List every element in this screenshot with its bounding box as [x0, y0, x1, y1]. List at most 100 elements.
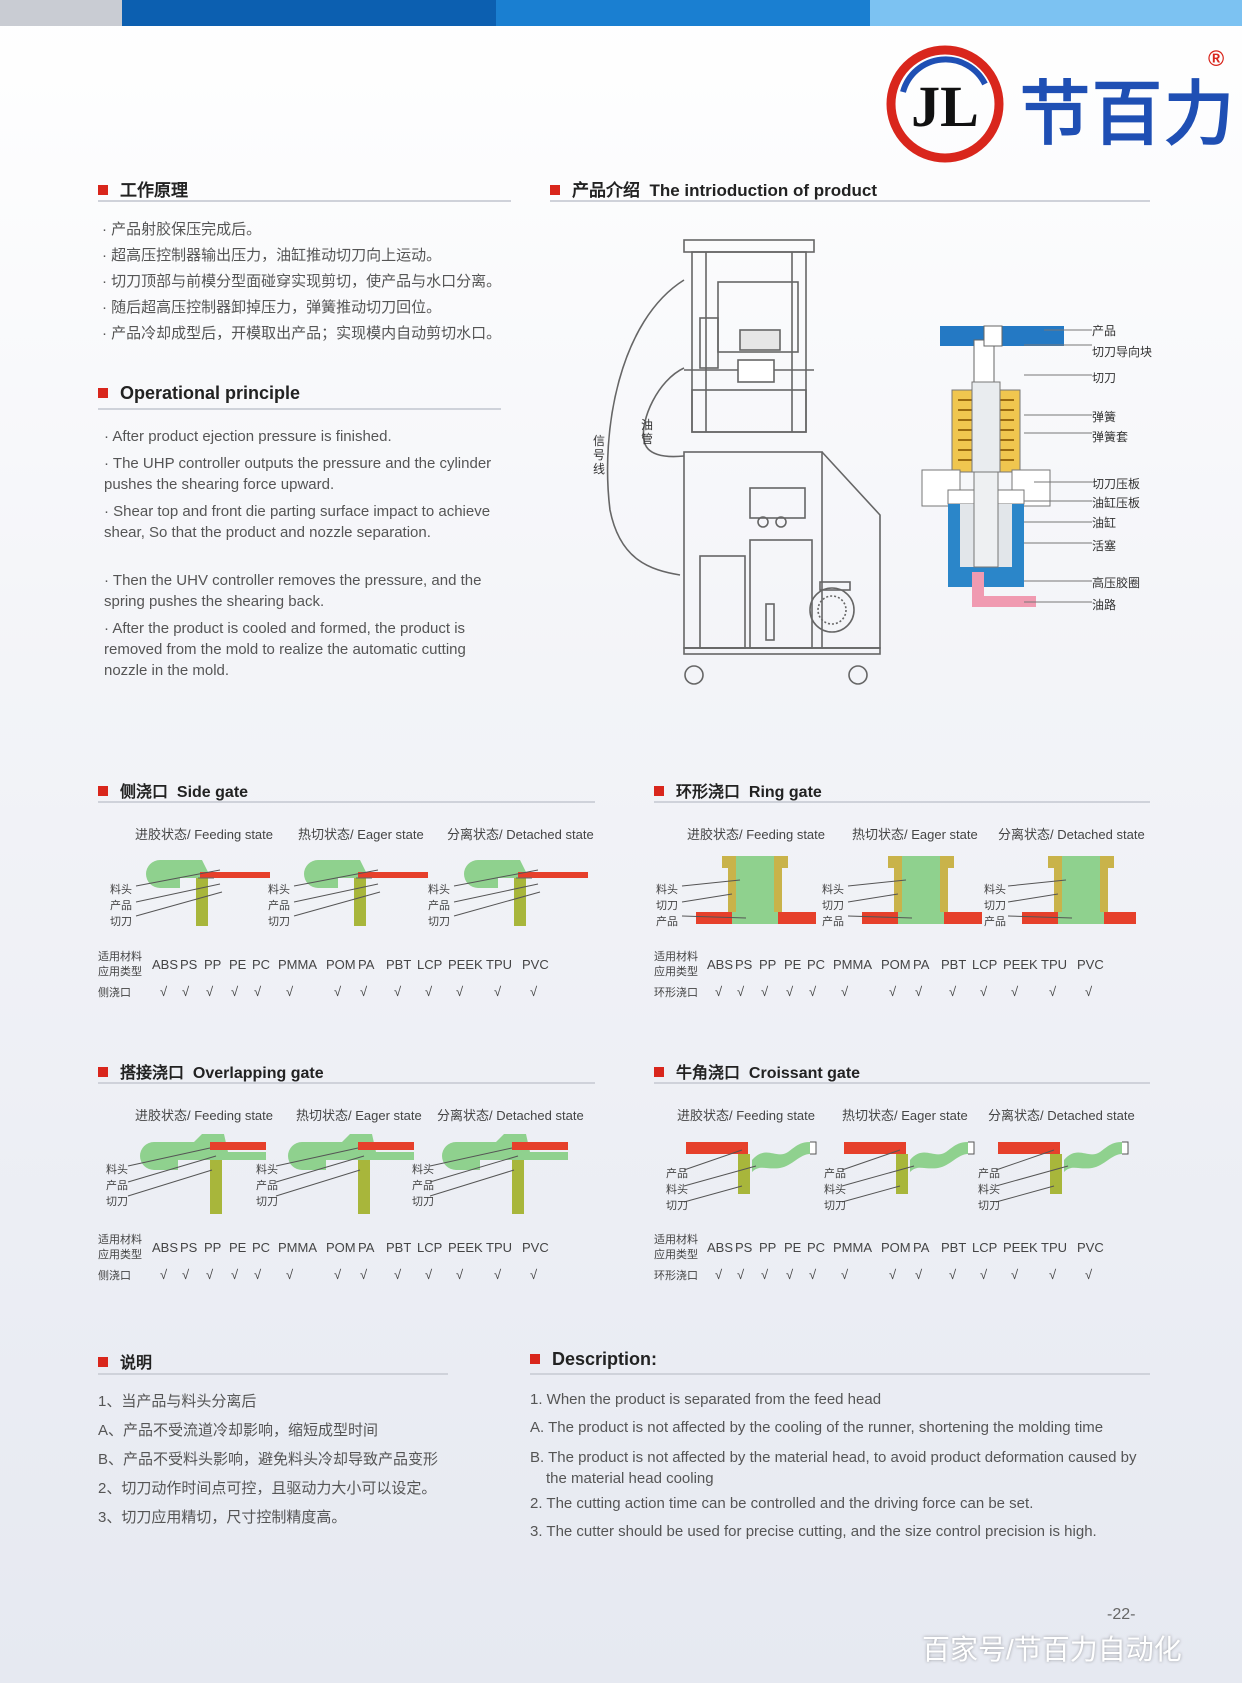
material-pe: PE [784, 957, 802, 972]
part-label: 切刀导向块 [1092, 345, 1153, 359]
check-mark: √ [530, 984, 538, 999]
detached-state-label: 分离状态/ Detached state [447, 827, 594, 842]
check-mark: √ [360, 984, 368, 999]
check-mark: √ [254, 1267, 262, 1282]
material-ps: PS [735, 957, 753, 972]
material-pc: PC [807, 1240, 826, 1255]
check-mark: √ [425, 984, 433, 999]
check-mark: √ [841, 1267, 849, 1282]
material-pbt: PBT [941, 1240, 967, 1255]
material-abs: ABS [707, 1240, 734, 1255]
material-pbt: PBT [941, 957, 967, 972]
material-pa: PA [358, 957, 375, 972]
check-mark: √ [231, 984, 239, 999]
material-pom: POM [326, 957, 356, 972]
list-item: · 切刀顶部与前模分型面碰穿实现剪切，使产品与水口分离。 [102, 273, 502, 290]
material-ps: PS [180, 1240, 198, 1255]
brand-name: 节百力 [1020, 72, 1236, 155]
ring-gate-title: 环形浇口 Ring gate [654, 778, 822, 802]
check-mark: √ [360, 1267, 368, 1282]
material-peek: PEEK [1003, 957, 1038, 972]
material-pvc: PVC [1077, 1240, 1104, 1255]
material-pc: PC [252, 1240, 271, 1255]
material-pp: PP [204, 957, 222, 972]
material-lcp: LCP [972, 957, 998, 972]
work-principle-title: 工作原理 [98, 176, 188, 201]
watermark: 百家号/节百力自动化 [922, 1634, 1182, 1665]
material-pom: POM [881, 1240, 911, 1255]
material-label: 适用材料应用类型 [654, 1234, 698, 1261]
material-ps: PS [180, 957, 198, 972]
check-mark: √ [1085, 984, 1093, 999]
check-mark: √ [1049, 984, 1057, 999]
ring-gate-diagram [656, 850, 1142, 930]
material-pvc: PVC [1077, 957, 1104, 972]
material-pp: PP [759, 1240, 777, 1255]
list-item: A. The product is not affected by the co… [530, 1419, 1104, 1436]
check-mark: √ [182, 984, 190, 999]
material-peek: PEEK [1003, 1240, 1038, 1255]
check-mark: √ [1049, 1267, 1057, 1282]
check-mark: √ [786, 1267, 794, 1282]
croissant-gate-diagram [660, 1130, 1140, 1220]
product-intro-title: 产品介绍 The intrioduction of product [550, 176, 877, 201]
check-mark: √ [915, 984, 923, 999]
check-mark: √ [980, 1267, 988, 1282]
part-label: 弹簧套 [1092, 430, 1129, 444]
feeding-state-label: 进胶状态/ Feeding state [687, 827, 825, 842]
explain-cn-title: 说明 [98, 1349, 152, 1373]
registered-mark: ® [1208, 46, 1225, 71]
check-mark: √ [206, 1267, 214, 1282]
check-mark: √ [980, 984, 988, 999]
side-gate-title: 侧浇口 Side gate [98, 778, 248, 802]
list-item: · The UHP controller outputs the pressur… [104, 455, 492, 493]
feeding-state-label: 进胶状态/ Feeding state [135, 1108, 273, 1123]
check-mark: √ [737, 984, 745, 999]
list-item: · Then the UHV controller removes the pr… [104, 572, 482, 610]
material-pc: PC [252, 957, 271, 972]
list-item: 1. When the product is separated from th… [530, 1391, 882, 1408]
gate-row-label: 环形浇口 [654, 987, 698, 999]
list-item: · After product ejection pressure is fin… [104, 428, 392, 445]
list-item: · Shear top and front die parting surfac… [104, 503, 491, 541]
list-item: B. The product is not affected by the ma… [530, 1449, 1137, 1487]
material-pp: PP [204, 1240, 222, 1255]
material-lcp: LCP [417, 1240, 443, 1255]
part-label: 切刀压板 [1092, 477, 1141, 491]
list-item: B、产品不受料头影响，避免料头冷却导致产品变形 [98, 1451, 439, 1468]
material-pmma: PMMA [278, 1240, 317, 1255]
list-item: 1、当产品与料头分离后 [98, 1393, 257, 1410]
check-mark: √ [206, 984, 214, 999]
material-pbt: PBT [386, 957, 412, 972]
material-tpu: TPU [1041, 957, 1067, 972]
material-abs: ABS [152, 957, 179, 972]
page-number: -22- [1107, 1606, 1136, 1623]
eager-state-label: 热切状态/ Eager state [298, 827, 424, 842]
material-tpu: TPU [486, 1240, 512, 1255]
eager-state-label: 热切状态/ Eager state [296, 1108, 422, 1123]
detached-state-label: 分离状态/ Detached state [998, 827, 1145, 842]
list-item: 2. The cutting action time can be contro… [530, 1495, 1034, 1512]
check-mark: √ [160, 1267, 168, 1282]
svg-text:JL: JL [911, 74, 979, 139]
check-mark: √ [530, 1267, 538, 1282]
check-mark: √ [456, 984, 464, 999]
part-label: 切刀 [1092, 371, 1117, 385]
material-pe: PE [229, 1240, 247, 1255]
leader-lines [1024, 329, 1092, 603]
check-mark: √ [915, 1267, 923, 1282]
check-mark: √ [334, 984, 342, 999]
machine-drawing [580, 230, 900, 700]
oil-pipe-label: 油管 [640, 418, 653, 446]
check-mark: √ [715, 984, 723, 999]
list-item: · 超高压控制器输出压力，油缸推动切刀向上运动。 [102, 247, 442, 264]
material-pmma: PMMA [278, 957, 317, 972]
gate-row-label: 侧浇口 [98, 987, 131, 999]
brand-logo: JL [885, 44, 1005, 164]
gate-row-label: 环形浇口 [654, 1270, 698, 1282]
check-mark: √ [334, 1267, 342, 1282]
detached-state-label: 分离状态/ Detached state [988, 1108, 1135, 1123]
gate-row-label: 侧浇口 [98, 1270, 131, 1282]
check-mark: √ [182, 1267, 190, 1282]
material-peek: PEEK [448, 1240, 483, 1255]
